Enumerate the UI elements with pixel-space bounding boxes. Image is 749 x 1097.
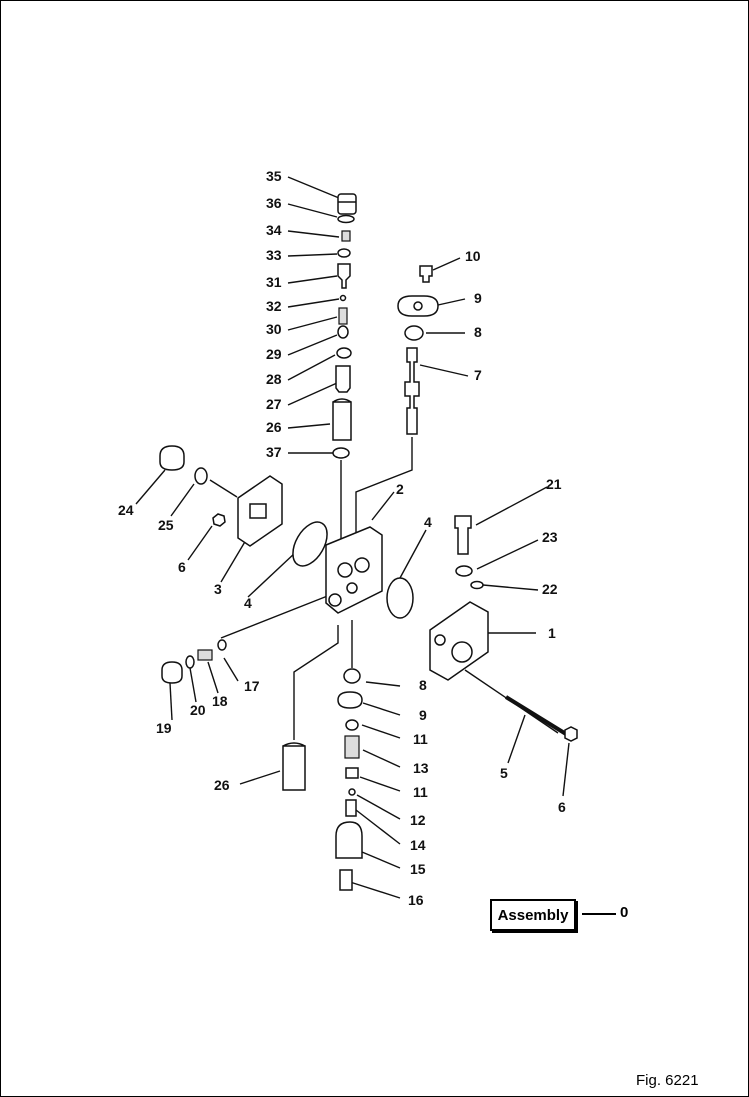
callout-labels: 35 36 34 33 31 32 30 29 28 27 26 37 10 9… (118, 168, 566, 908)
callout-2: 2 (396, 481, 404, 497)
callout-24: 24 (118, 502, 134, 518)
part-tie-bolt-5 (504, 695, 568, 736)
callout-22: 22 (542, 581, 558, 597)
callout-13: 13 (413, 760, 429, 776)
leader-lines (135, 176, 570, 899)
callout-1: 1 (548, 625, 556, 641)
callout-34: 34 (266, 222, 282, 238)
assembly-label-box: Assembly (490, 899, 576, 931)
left-cover-group (159, 445, 283, 547)
part-screw-14 (345, 799, 357, 817)
callout-30: 30 (266, 321, 282, 337)
callout-31: 31 (266, 274, 282, 290)
part-housing-1 (429, 601, 489, 681)
callout-3: 3 (214, 581, 222, 597)
part-plug-21 (454, 515, 472, 555)
assembly-number: 0 (620, 904, 629, 921)
callout-8-lower: 8 (419, 677, 427, 693)
part-spring-30 (338, 307, 348, 325)
callout-33: 33 (266, 247, 282, 263)
callout-28: 28 (266, 371, 282, 387)
part-cap-11-lower (345, 767, 359, 779)
part-oring-37 (332, 447, 350, 459)
part-spool-7 (404, 347, 420, 435)
callout-25: 25 (158, 517, 174, 533)
callout-17: 17 (244, 678, 260, 694)
part-poppet-31 (337, 263, 351, 289)
part-seal-28 (336, 347, 352, 359)
part-ball-32 (339, 294, 347, 302)
callout-15: 15 (410, 861, 426, 877)
callout-4-left: 4 (244, 595, 252, 611)
check-valve-stack (161, 639, 227, 684)
part-sleeve-15 (335, 821, 363, 859)
valve-block-group (292, 521, 414, 619)
callout-11: 11 (413, 731, 428, 747)
callout-26-lower: 26 (214, 777, 230, 793)
callout-14: 14 (410, 837, 426, 853)
part-plug-16 (339, 869, 353, 891)
part-seal-8 (404, 325, 424, 341)
callout-26: 26 (266, 419, 282, 435)
part-oring-4-left (292, 521, 328, 567)
part-plug-35 (337, 193, 357, 215)
callout-16: 16 (408, 892, 424, 908)
callout-9: 9 (474, 290, 482, 306)
callout-6: 6 (178, 559, 186, 575)
part-spring-34 (341, 230, 351, 242)
callout-7: 7 (474, 367, 482, 383)
part-plug-19 (161, 661, 183, 684)
lower-stack (282, 668, 363, 891)
callout-23: 23 (542, 529, 558, 545)
part-oring-25 (194, 467, 208, 485)
part-seat-33 (337, 248, 351, 258)
part-block-2 (325, 526, 383, 614)
part-plug-24 (159, 445, 185, 471)
callout-11-lower: 11 (413, 784, 428, 800)
callout-18: 18 (212, 693, 228, 709)
callout-35: 35 (266, 168, 282, 184)
part-oring-36 (337, 214, 355, 224)
callout-29: 29 (266, 346, 282, 362)
part-nut-6 (212, 513, 226, 527)
callout-21: 21 (546, 476, 562, 492)
callout-37: 37 (266, 444, 282, 460)
callout-4-right: 4 (424, 514, 432, 530)
callout-20: 20 (190, 702, 206, 718)
part-spring-13 (344, 735, 360, 759)
callout-12: 12 (410, 812, 426, 828)
callout-6-right: 6 (558, 799, 566, 815)
part-valve-27 (335, 365, 351, 393)
part-nut-6-right (564, 726, 578, 742)
part-oring-22 (470, 580, 484, 590)
part-seat-29 (337, 325, 349, 339)
part-bolt-10 (419, 265, 433, 283)
part-seal-8-lower (343, 668, 361, 684)
right-block-group (429, 515, 578, 742)
part-sleeve-26 (332, 398, 352, 441)
assembly-leader-line (582, 913, 616, 915)
callout-10: 10 (465, 248, 481, 264)
callout-32: 32 (266, 298, 282, 314)
part-oring-4-right (386, 577, 414, 619)
callout-19: 19 (156, 720, 172, 736)
upper-relief-stack (332, 193, 357, 459)
part-oring-17 (217, 639, 227, 651)
callout-36: 36 (266, 195, 282, 211)
part-sleeve-26-lower (282, 742, 306, 791)
part-ball-12 (348, 788, 356, 796)
callout-9-lower: 9 (419, 707, 427, 723)
figure-number: Fig. 6221 (636, 1072, 699, 1089)
part-spring-18 (197, 649, 213, 661)
callout-27: 27 (266, 396, 282, 412)
callout-5: 5 (500, 765, 508, 781)
callout-8: 8 (474, 324, 482, 340)
part-flange-9-lower (337, 691, 363, 709)
part-oring-23 (455, 565, 473, 577)
part-oring-20 (185, 655, 195, 669)
part-seal-11 (345, 719, 359, 731)
spool-stack (397, 265, 439, 435)
